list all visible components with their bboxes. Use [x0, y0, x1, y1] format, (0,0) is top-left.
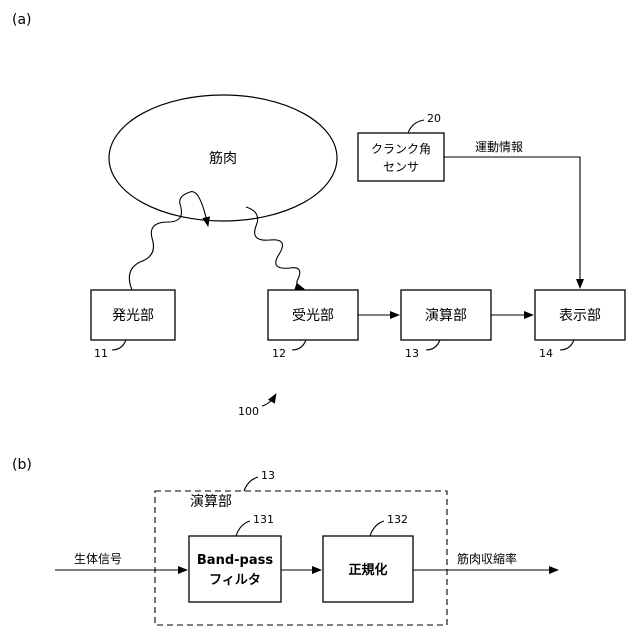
bandpass-filter-box — [189, 536, 281, 602]
calc-label: 演算部 — [425, 308, 467, 324]
bandpass-ref: 131 — [253, 513, 274, 526]
reflected-light-wave — [246, 207, 304, 289]
emitter-label: 発光部 — [112, 308, 154, 324]
crank-ref-leader — [408, 120, 424, 133]
calc-group-ref: 13 — [261, 469, 275, 482]
normalize-ref-leader — [370, 521, 384, 536]
emitted-light-wave — [129, 192, 208, 290]
bandpass-ref-leader — [236, 521, 250, 536]
emitter-ref: 11 — [94, 347, 108, 360]
device-ref-arrow — [262, 394, 276, 406]
panel-b-label: (b) — [12, 457, 32, 473]
panel-a-label: (a) — [12, 12, 32, 28]
normalize-label: 正規化 — [348, 562, 387, 578]
display-label: 表示部 — [559, 308, 601, 324]
emitter-ref-leader — [112, 340, 126, 350]
bandpass-filter-label-line1: Band-pass — [197, 553, 273, 568]
muscle-label: 筋肉 — [209, 150, 237, 167]
motion-info-label: 運動情報 — [475, 140, 523, 154]
receiver-ref: 12 — [272, 347, 286, 360]
device-ref: 100 — [238, 405, 259, 418]
input-signal-label: 生体信号 — [74, 552, 122, 566]
calc-ref-leader — [426, 340, 440, 350]
receiver-label: 受光部 — [292, 308, 334, 324]
calc-ref: 13 — [405, 347, 419, 360]
crank-sensor-label-line2: センサ — [383, 160, 419, 174]
crank-ref: 20 — [427, 112, 441, 125]
crank-sensor-label-line1: クランク角 — [371, 142, 431, 156]
normalize-ref: 132 — [387, 513, 408, 526]
display-ref-leader — [560, 340, 574, 350]
receiver-ref-leader — [292, 340, 306, 350]
calc-group-label: 演算部 — [190, 494, 232, 510]
bandpass-filter-label-line2: フィルタ — [209, 573, 261, 588]
output-signal-label: 筋肉収縮率 — [457, 551, 517, 566]
display-ref: 14 — [539, 347, 553, 360]
calc-group-ref-leader — [244, 477, 258, 491]
motion-info-arrow — [444, 157, 580, 288]
